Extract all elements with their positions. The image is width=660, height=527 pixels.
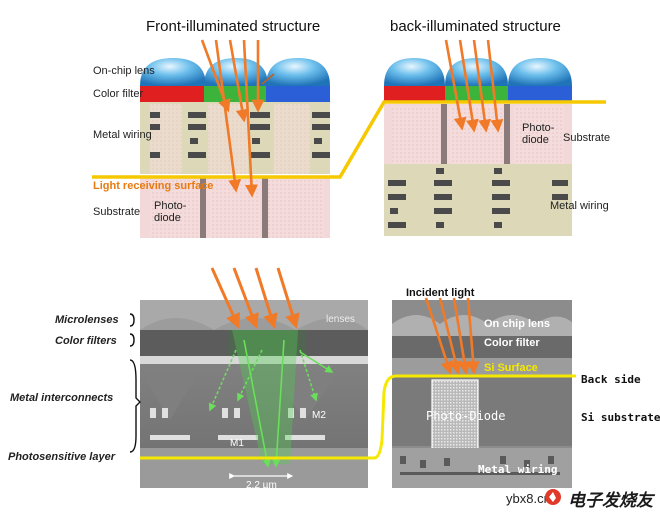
lens-1 (140, 58, 206, 86)
label-b-substrate: Substrate (563, 132, 611, 144)
light-rays-sem (210, 267, 300, 329)
green-rays (208, 339, 334, 468)
light-rays-front (200, 39, 265, 198)
label-si-substrate: Si substrate (581, 411, 660, 424)
front-illuminated-diagram (140, 58, 330, 238)
front-illuminated-title: Front-illuminated structure (146, 18, 321, 35)
label-pitch: 2.2 µm (246, 480, 277, 491)
label-light-receiving-surface: Light receiving surface (93, 180, 214, 192)
filter-blue (266, 86, 330, 102)
light-rays-sem-back (424, 297, 480, 375)
brackets (129, 313, 141, 453)
wiring-layer-b (384, 164, 572, 236)
label-microlenses: Microlenses (55, 314, 119, 326)
label-metal-wiring: Metal wiring (93, 129, 152, 141)
label-m2: M2 (312, 410, 326, 421)
si-surface-line (140, 374, 576, 460)
wiring-blocks (150, 112, 330, 158)
label-color-filters: Color filters (55, 335, 117, 347)
label-substrate: Substrate (93, 206, 141, 218)
photo-diode-region (431, 379, 479, 457)
lens-b3 (508, 58, 572, 86)
label-color-filter: Color filter (93, 88, 144, 100)
label-on-chip-lens: On-chip lens (93, 65, 155, 77)
label-back-side: Back side (581, 373, 641, 386)
back-illuminated-diagram (384, 58, 572, 236)
evolife-watermark: evolife (54, 458, 131, 483)
label-b-photodiode-2: diode (522, 134, 549, 146)
brand-watermark: 电子发烧友 (568, 491, 653, 510)
label-incident-light: Incident light (406, 287, 475, 299)
site-watermark: ybx8.cn (506, 491, 551, 506)
sem-back-image (392, 300, 572, 488)
label-metal-interconnects: Metal interconnects (10, 392, 114, 404)
label-metal-wiring-sem: Metal wiring (478, 463, 558, 476)
back-illuminated-title: back-illuminated structure (390, 18, 561, 35)
label-photodiode-2: diode (154, 212, 181, 224)
label-lenses: lenses (326, 314, 355, 325)
label-photodiode-1: Photo- (154, 200, 187, 212)
lens-3 (266, 58, 330, 86)
filter-red (140, 86, 204, 102)
filter-b-red (384, 86, 445, 102)
reflect-ray (261, 73, 275, 85)
wiring-blocks-b (388, 168, 568, 228)
label-si-surface: Si Surface (484, 362, 538, 374)
label-on-chip-lens-sem: On chip lens (484, 318, 551, 330)
label-m1: M1 (230, 438, 244, 449)
label-b-photodiode-1: Photo- (522, 122, 555, 134)
filter-b-blue (508, 86, 572, 102)
light-rays-back (444, 39, 504, 133)
label-b-metal-wiring: Metal wiring (550, 200, 609, 212)
label-photo-diode: Photo-Diode (426, 409, 506, 423)
label-color-filter-sem: Color filter (484, 337, 540, 349)
label-photosensitive-layer: Photosensitive layer (8, 451, 115, 463)
lens-b1 (384, 58, 445, 86)
